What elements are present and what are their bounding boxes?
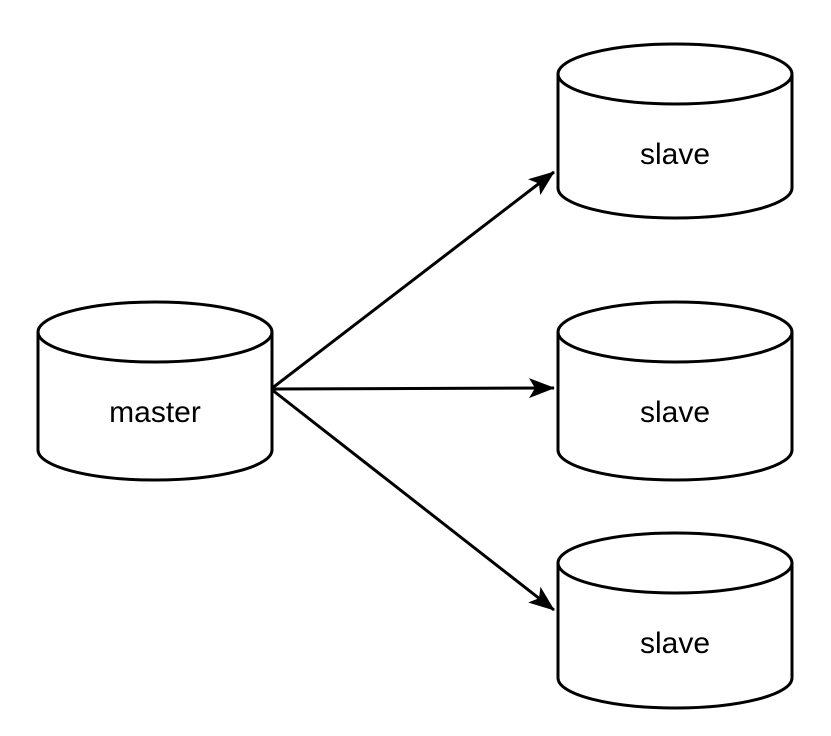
slave-1-cylinder-top	[556, 42, 794, 106]
slave-1-cylinder-body	[556, 74, 794, 220]
slave-2-cylinder-top	[556, 300, 794, 364]
node-slave-3: slave	[556, 531, 794, 710]
node-master-label: master	[109, 396, 201, 429]
node-slave-2: slave	[556, 300, 794, 482]
master-cylinder-body	[36, 332, 274, 482]
edge-master-to-slave-2	[270, 378, 555, 399]
node-master: master	[36, 300, 274, 482]
node-slave-2-label: slave	[640, 396, 710, 429]
slave-2-cylinder-body	[556, 332, 794, 482]
edge-master-to-slave-1	[270, 170, 555, 391]
node-slave-1-label: slave	[640, 138, 710, 171]
node-slave-3-label: slave	[640, 627, 710, 660]
slave-3-cylinder-top	[556, 531, 794, 595]
master-cylinder-top	[36, 300, 274, 364]
slave-3-cylinder-body	[556, 563, 794, 710]
edge-master-to-slave-3	[270, 387, 555, 612]
node-slave-1: slave	[556, 42, 794, 220]
